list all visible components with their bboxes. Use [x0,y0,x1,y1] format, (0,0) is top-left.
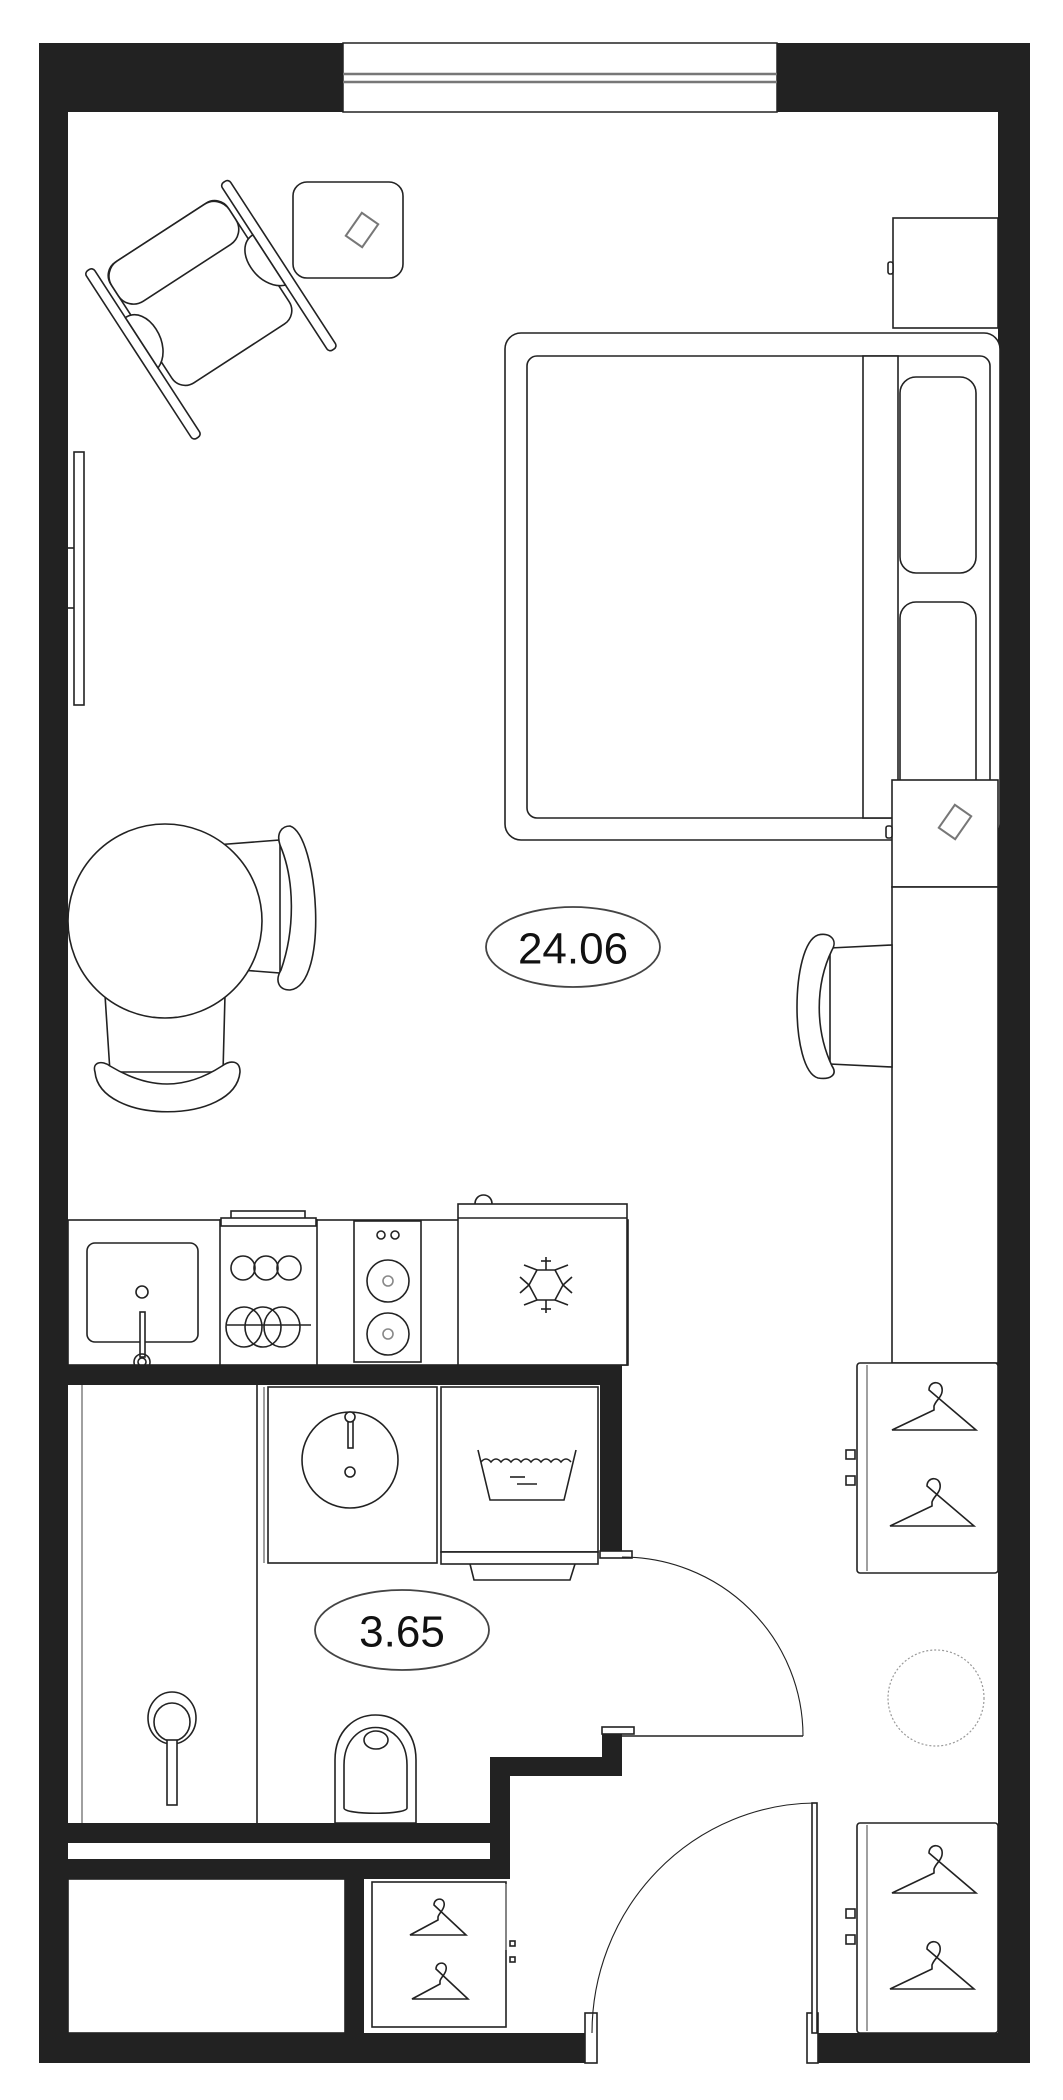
fridge [457,1194,628,1366]
round-dining-table [67,823,263,1019]
outer-walls [39,43,1030,2063]
double-bed [504,332,1001,841]
door-stop [601,1726,635,1735]
wardrobe[interactable] [845,1822,999,2034]
ceiling-light-icon [887,1649,985,1747]
hanger-icon [889,1477,977,1527]
hanger-icon [409,1898,469,1936]
hanger-icon [411,1962,471,2000]
desk-chair [796,933,893,1080]
hanger-icon [891,1844,979,1894]
bathroom-door[interactable] [621,1556,804,1737]
area-label-bathroom: 3.65 [314,1589,490,1671]
wardrobe[interactable] [371,1881,516,2028]
toilet [334,1714,417,1824]
phone-icon [344,211,380,249]
door-stop [599,1550,633,1559]
wardrobe[interactable] [845,1362,999,1574]
nightstand [885,779,999,888]
hob [353,1220,422,1363]
washing-machine [440,1386,599,1581]
pillow [899,376,977,574]
entry-door[interactable] [591,1802,818,2034]
laundry-tub-icon [477,1449,577,1501]
phone-icon [937,803,973,841]
pillow [899,601,977,800]
washbasin [263,1386,438,1564]
window [342,42,778,113]
wall-tv-panel [68,451,85,706]
snowflake-icon [519,1257,573,1313]
shower-head-icon [147,1691,197,1806]
area-value: 3.65 [359,1608,445,1657]
closet [67,1878,346,2034]
area-value: 24.06 [518,925,628,974]
hanger-icon [891,1381,979,1431]
nightstand [887,217,999,329]
kitchen-sink [86,1242,199,1371]
area-label-main-room: 24.06 [485,906,661,988]
internal-walls [68,1365,622,2033]
side-table [292,181,404,279]
door-jamb-left [584,2012,598,2064]
armchair [85,179,337,440]
desk [891,886,999,1364]
dishwasher [219,1210,318,1366]
hanger-icon [889,1940,977,1990]
shower [81,1385,258,1823]
